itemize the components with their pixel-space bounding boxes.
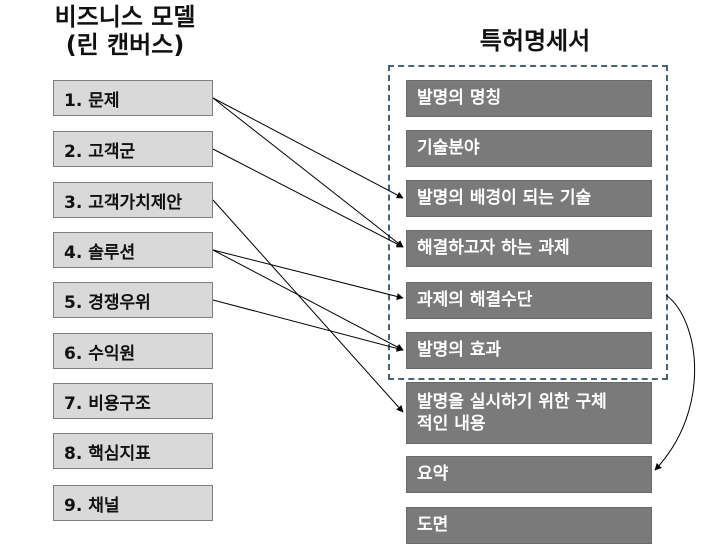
left-item-key-metrics: 8. 핵심지표 xyxy=(53,433,213,469)
left-title: 비즈니스 모델 (린 캔버스) xyxy=(20,3,230,59)
right-item-means-for-solution: 과제의 해결수단 xyxy=(406,282,652,319)
left-item-cost-structure: 7. 비용구조 xyxy=(53,383,213,419)
right-item-abstract: 요약 xyxy=(406,456,652,493)
right-item-background-art: 발명의 배경이 되는 기술 xyxy=(406,180,652,217)
right-item-technical-field: 기술분야 xyxy=(406,130,652,167)
dashed-group-frame xyxy=(388,65,668,380)
left-item-revenue-streams: 6. 수익원 xyxy=(53,333,213,369)
arrow-solution-to-means xyxy=(212,249,404,300)
arrow-problem-to-problem-to-solve xyxy=(212,97,404,248)
arrow-problem-to-background xyxy=(212,97,404,199)
left-title-line2: (린 캔버스) xyxy=(65,30,185,59)
right-item-effects: 발명의 효과 xyxy=(406,332,652,369)
right-item-detailed-description-label: 발명을 실시하기 위한 구체적인 내용 xyxy=(417,391,607,434)
arrow-value-to-detailed-description xyxy=(212,199,404,413)
left-item-customer-segments: 2. 고객군 xyxy=(53,131,213,167)
right-item-invention-title: 발명의 명칭 xyxy=(406,80,652,117)
right-item-problem-to-solve: 해결하고자 하는 과제 xyxy=(406,230,652,267)
left-item-solution: 4. 솔루션 xyxy=(53,232,213,268)
right-item-detailed-description: 발명을 실시하기 위한 구체적인 내용 xyxy=(406,382,652,444)
left-item-problem: 1. 문제 xyxy=(53,80,213,116)
right-title: 특허명세서 xyxy=(479,27,591,55)
right-item-drawings: 도면 xyxy=(406,507,652,544)
left-item-channels: 9. 채널 xyxy=(53,485,213,521)
arrow-customer-to-problem-to-solve xyxy=(212,148,404,248)
left-item-unfair-advantage: 5. 경쟁우위 xyxy=(53,282,213,318)
left-item-value-proposition: 3. 고객가치제안 xyxy=(53,182,213,218)
arrow-advantage-to-effects xyxy=(212,299,404,352)
arrow-means-to-abstract xyxy=(654,294,695,471)
left-title-line1: 비즈니스 모델 xyxy=(54,3,196,31)
arrow-solution-to-effects xyxy=(212,249,404,351)
